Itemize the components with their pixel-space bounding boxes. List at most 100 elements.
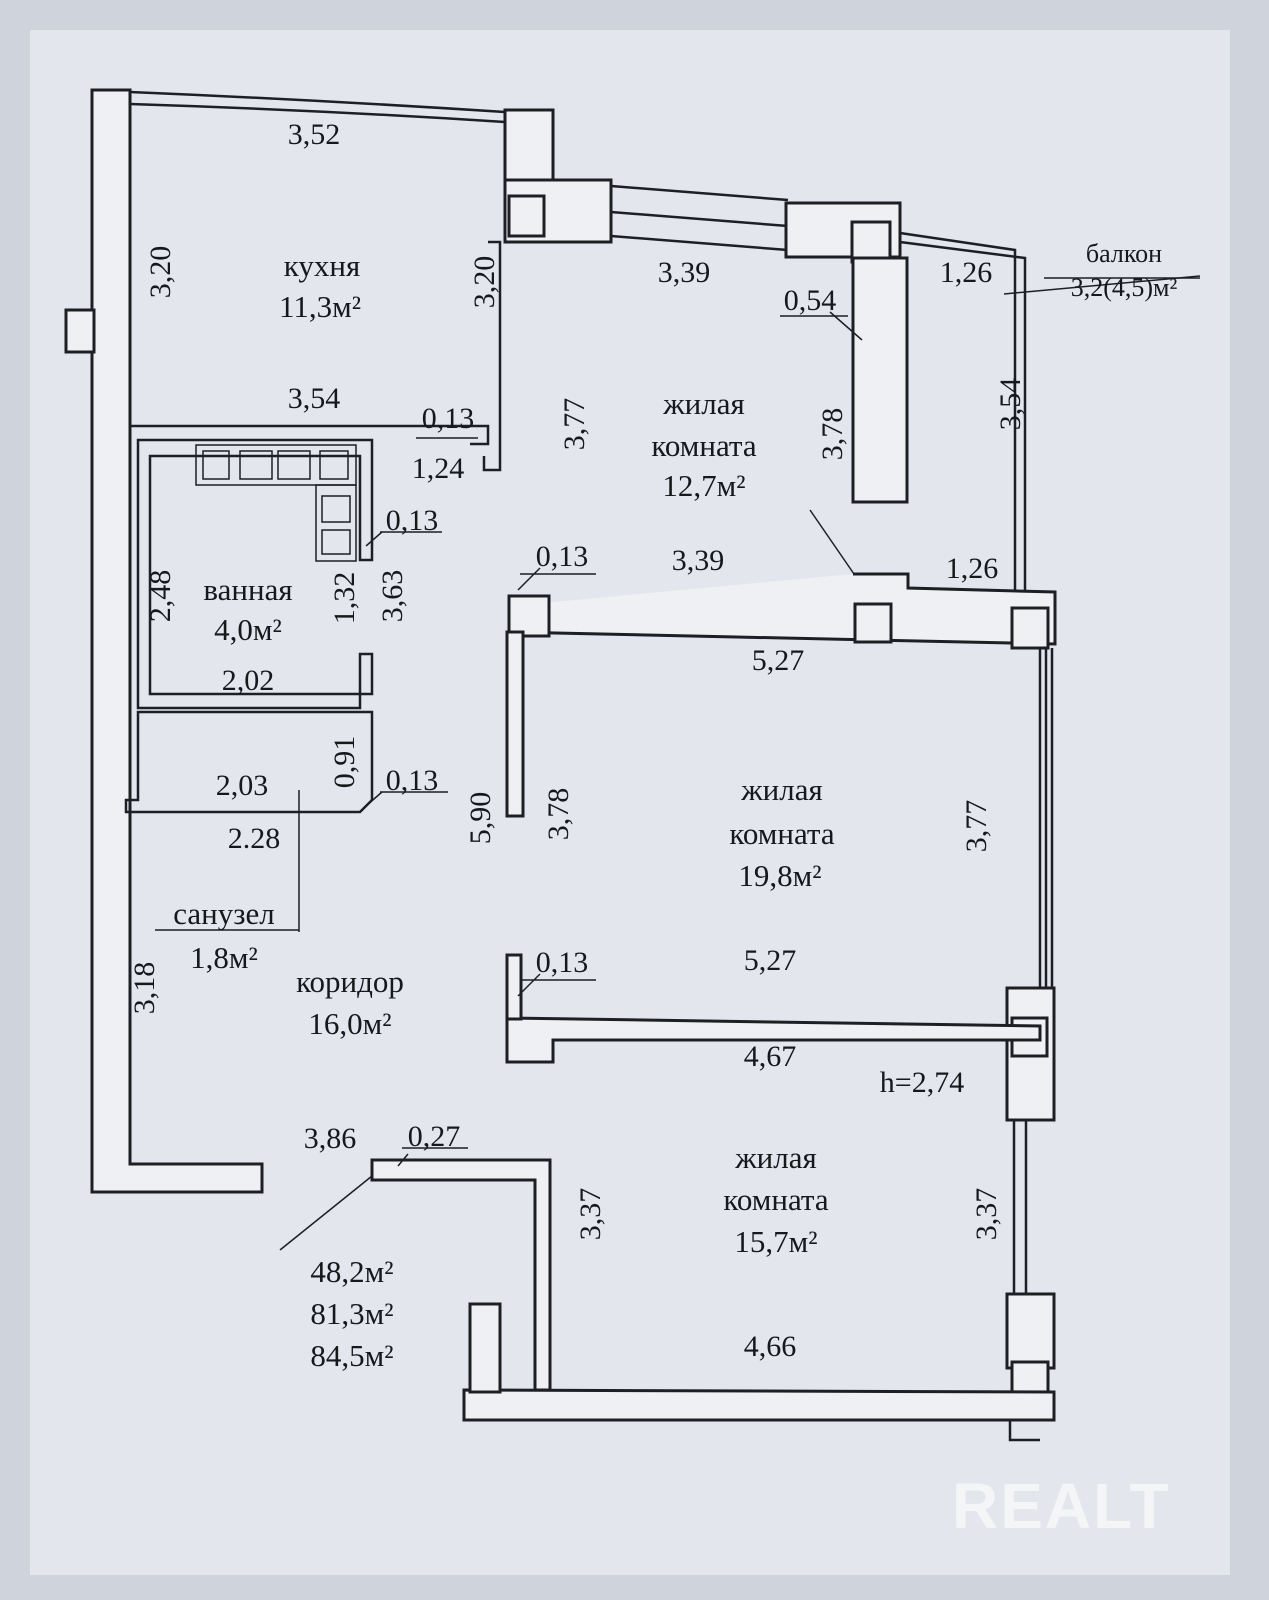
dim-wall-013-b: 0,13 xyxy=(386,504,439,537)
dim-l3-left: 3,37 xyxy=(574,1188,607,1241)
living3-name2: комната xyxy=(723,1182,828,1217)
total-with-balcony: 84,5м² xyxy=(310,1338,393,1373)
balcony-area: 3,2(4,5)м² xyxy=(1071,273,1178,302)
dim-bath-bottom: 2,02 xyxy=(222,664,275,697)
pier-4 xyxy=(1005,1292,1056,1370)
dim-bath-right-b: 3,63 xyxy=(376,570,409,623)
dim-l1-top: 3,39 xyxy=(658,256,711,289)
living2-area: 19,8м² xyxy=(738,858,821,893)
niche xyxy=(468,1302,502,1394)
dim-bal-side: 3,54 xyxy=(994,378,1027,431)
pillar-054 xyxy=(851,256,909,504)
kitchen-window-inner xyxy=(129,102,506,124)
dim-l1-left: 3,77 xyxy=(558,398,591,451)
leader-totals xyxy=(279,1175,373,1251)
kitchen-right-wall xyxy=(482,240,502,472)
dim-wall-013-c: 0,13 xyxy=(536,540,589,573)
dim-l1-bottom: 3,39 xyxy=(672,544,725,577)
dim-wall-013-a: 0,13 xyxy=(422,402,475,435)
kitchen-bottom-wall xyxy=(130,424,490,446)
corner-mark xyxy=(1008,1420,1040,1442)
dim-kitchen-bottom: 3,54 xyxy=(288,382,341,415)
dim-bal-bottom: 1,26 xyxy=(946,552,999,585)
wall-l2-l3 xyxy=(505,1016,1042,1064)
dim-l2-left: 3,78 xyxy=(542,788,575,841)
dim-l3-right: 3,37 xyxy=(970,1188,1003,1241)
column-1 xyxy=(507,194,546,238)
living1-area: 12,7м² xyxy=(662,468,745,503)
dim-l3-bottom: 4,66 xyxy=(744,1330,797,1363)
column-2 xyxy=(850,220,892,264)
dim-bal-top: 1,26 xyxy=(940,256,993,289)
dim-wc-width: 2,03 xyxy=(216,769,269,802)
dim-corr-bottom: 3,86 xyxy=(304,1122,357,1155)
column-5 xyxy=(1010,606,1050,650)
wc-area: 1,8м² xyxy=(190,940,258,975)
living2-name2: комната xyxy=(729,816,834,851)
wall-l2-left xyxy=(505,630,525,818)
wc-name: санузел xyxy=(173,896,274,931)
dim-kitchen-right: 3,20 xyxy=(468,256,501,309)
walls xyxy=(64,88,1057,1442)
dim-l2-top: 5,27 xyxy=(752,644,805,677)
total-living: 48,2м² xyxy=(310,1254,393,1289)
column-3 xyxy=(507,594,551,638)
dim-bath-left: 2,48 xyxy=(144,570,177,623)
living2-name1: жилая xyxy=(740,772,823,807)
window-l1 xyxy=(610,184,789,252)
living3-name1: жилая xyxy=(734,1140,817,1175)
dim-wc-depth: 0,91 xyxy=(328,736,361,789)
dim-l2-right: 3,77 xyxy=(960,800,993,853)
underline-013-e xyxy=(517,973,596,997)
l3-left-wall xyxy=(370,1158,552,1392)
dim-wc-outer: 2.28 xyxy=(228,822,281,855)
underline-013-c xyxy=(517,567,596,591)
corridor-area: 16,0м² xyxy=(308,1006,391,1041)
kitchen-right-pier xyxy=(503,108,555,184)
kitchen-cabinets xyxy=(195,444,357,562)
dim-bath-right-a: 1,32 xyxy=(328,572,361,625)
underline-013-d xyxy=(365,791,448,807)
kitchen-area: 11,3м² xyxy=(279,289,361,324)
bath-name: ванная xyxy=(203,572,292,607)
dim-kitchen-left: 3,20 xyxy=(144,246,177,299)
wall-stub xyxy=(64,308,96,354)
dim-l3-top: 4,67 xyxy=(744,1040,797,1073)
living1-name2: комната xyxy=(651,428,756,463)
left-outer-wall xyxy=(90,88,264,1194)
partitions xyxy=(124,240,1201,1251)
leader-balcony xyxy=(1003,275,1201,295)
kitchen-name: кухня xyxy=(284,248,360,283)
dim-height: h=2,74 xyxy=(880,1066,964,1099)
living3-area: 15,7м² xyxy=(734,1224,817,1259)
dim-wall-027: 0,27 xyxy=(408,1120,461,1153)
total-general: 81,3м² xyxy=(310,1296,393,1331)
wc-walls xyxy=(124,710,374,814)
balcony-rail xyxy=(899,231,1027,590)
living1-name1: жилая xyxy=(662,386,745,421)
dim-corr-left2: 3,18 xyxy=(128,962,161,1015)
dim-l1-pillar: 0,54 xyxy=(784,284,837,317)
corridor-name: коридор xyxy=(296,964,404,999)
window-l3 xyxy=(1012,1120,1028,1296)
wall-013-stub xyxy=(505,953,523,1021)
underline-027 xyxy=(397,1147,468,1167)
dim-l2-bottom: 5,27 xyxy=(744,944,797,977)
dim-corr-left: 5,90 xyxy=(464,792,497,845)
leader-l1 xyxy=(809,509,855,575)
dim-wall-013-e: 0,13 xyxy=(536,946,589,979)
underline-013-b xyxy=(365,531,442,547)
dim-kitchen-top: 3,52 xyxy=(288,118,341,151)
window-l2 xyxy=(1038,648,1054,990)
dim-wall-013-d: 0,13 xyxy=(386,764,439,797)
dim-124: 1,24 xyxy=(412,452,465,485)
dim-l1-right: 3,78 xyxy=(816,408,849,461)
balcony-name: балкон xyxy=(1086,239,1162,268)
column-4 xyxy=(853,602,893,644)
kitchen-window xyxy=(129,90,506,114)
bath-walls xyxy=(136,438,374,710)
realt-watermark: REALT xyxy=(952,1470,1171,1542)
bottom-wall xyxy=(462,1388,1056,1422)
bath-area: 4,0м² xyxy=(214,612,282,647)
